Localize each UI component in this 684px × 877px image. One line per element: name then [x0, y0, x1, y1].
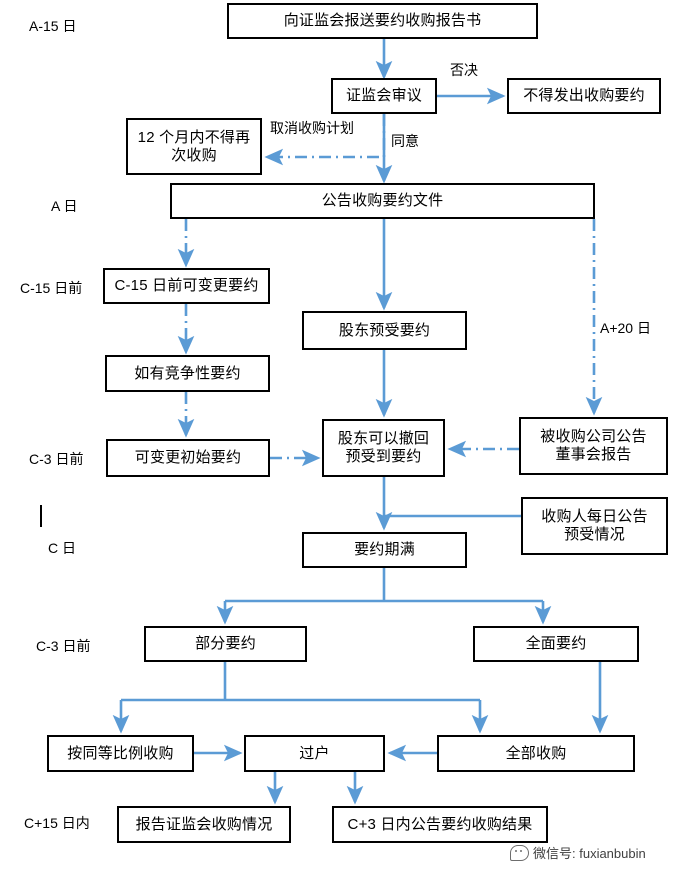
node-label: 股东可以撤回 预受到要约 — [337, 430, 430, 465]
node-if-competing-offer[interactable]: 如有竞争性要约 — [105, 355, 270, 392]
stage-label-c-minus-3-upper: C-3 日前 — [29, 451, 84, 467]
edge-label-reject: 否决 — [450, 62, 478, 78]
stage-label-a-day: A 日 — [51, 198, 78, 214]
node-label: 部分要约 — [195, 635, 256, 653]
stage-label-c-minus-3-lower: C-3 日前 — [36, 638, 91, 654]
node-label: 如有竞争性要约 — [134, 364, 241, 382]
watermark-label: 微信号: fuxianbubin — [533, 846, 646, 861]
node-report-acquisition-to-csrc[interactable]: 报告证监会收购情况 — [117, 806, 291, 843]
node-label: 股东预受要约 — [338, 321, 431, 339]
node-announce-result-c3[interactable]: C+3 日内公告要约收购结果 — [332, 806, 548, 843]
node-no-reacquire-12-months[interactable]: 12 个月内不得再 次收购 — [126, 118, 262, 175]
node-label: 可变更初始要约 — [134, 449, 242, 467]
stage-label-c-minus-15: C-15 日前 — [20, 280, 83, 296]
node-shareholder-withdraw[interactable]: 股东可以撤回 预受到要约 — [322, 419, 445, 477]
node-label: 按同等比例收购 — [67, 744, 174, 762]
node-label: 不得发出收购要约 — [523, 87, 645, 105]
node-label: C-15 日前可变更要约 — [114, 277, 259, 295]
node-announce-offer-docs[interactable]: 公告收购要约文件 — [170, 183, 595, 219]
node-label: 收购人每日公告 预受情况 — [541, 508, 648, 543]
node-label: 向证监会报送要约收购报告书 — [283, 12, 482, 30]
node-label: C+3 日内公告要约收购结果 — [347, 815, 533, 833]
edge-label-agree: 同意 — [391, 133, 419, 149]
node-label: 过户 — [299, 744, 330, 762]
node-proportional-acquisition[interactable]: 按同等比例收购 — [47, 735, 194, 772]
stage-label-a-minus-15: A-15 日 — [29, 18, 77, 34]
node-full-offer[interactable]: 全面要约 — [473, 626, 639, 662]
node-label: 全部收购 — [505, 744, 567, 762]
node-label: 证监会审议 — [345, 87, 422, 105]
node-transfer-ownership[interactable]: 过户 — [244, 735, 385, 772]
node-label: 全面要约 — [525, 635, 587, 653]
node-acquire-all[interactable]: 全部收购 — [437, 735, 635, 772]
node-label: 被收购公司公告 董事会报告 — [540, 428, 647, 463]
node-change-initial-offer[interactable]: 可变更初始要约 — [106, 439, 270, 477]
timeline-tick — [40, 505, 42, 527]
stage-label-c-plus-15: C+15 日内 — [24, 815, 90, 831]
node-target-board-report[interactable]: 被收购公司公告 董事会报告 — [519, 417, 668, 475]
node-offer-expires[interactable]: 要约期满 — [302, 532, 467, 568]
node-csrc-review[interactable]: 证监会审议 — [331, 78, 437, 114]
wechat-icon — [510, 844, 529, 861]
node-acquirer-daily-announce[interactable]: 收购人每日公告 预受情况 — [521, 497, 668, 555]
node-shareholder-preaccept[interactable]: 股东预受要约 — [302, 311, 467, 350]
node-label: 报告证监会收购情况 — [135, 815, 273, 833]
node-cannot-issue-offer[interactable]: 不得发出收购要约 — [507, 78, 661, 114]
stage-label-c-day: C 日 — [48, 540, 76, 556]
edge-label-cancel-plan: 取消收购计划 — [270, 120, 354, 136]
node-label: 12 个月内不得再 次收购 — [137, 128, 251, 164]
node-report-to-csrc[interactable]: 向证监会报送要约收购报告书 — [227, 3, 538, 39]
node-label: 公告收购要约文件 — [321, 192, 444, 210]
watermark: 微信号: fuxianbubin — [510, 843, 646, 862]
node-label: 要约期满 — [354, 541, 415, 559]
node-partial-offer[interactable]: 部分要约 — [144, 626, 307, 662]
stage-label-a-plus-20: A+20 日 — [600, 320, 651, 336]
node-changeable-before-c15[interactable]: C-15 日前可变更要约 — [103, 268, 270, 304]
